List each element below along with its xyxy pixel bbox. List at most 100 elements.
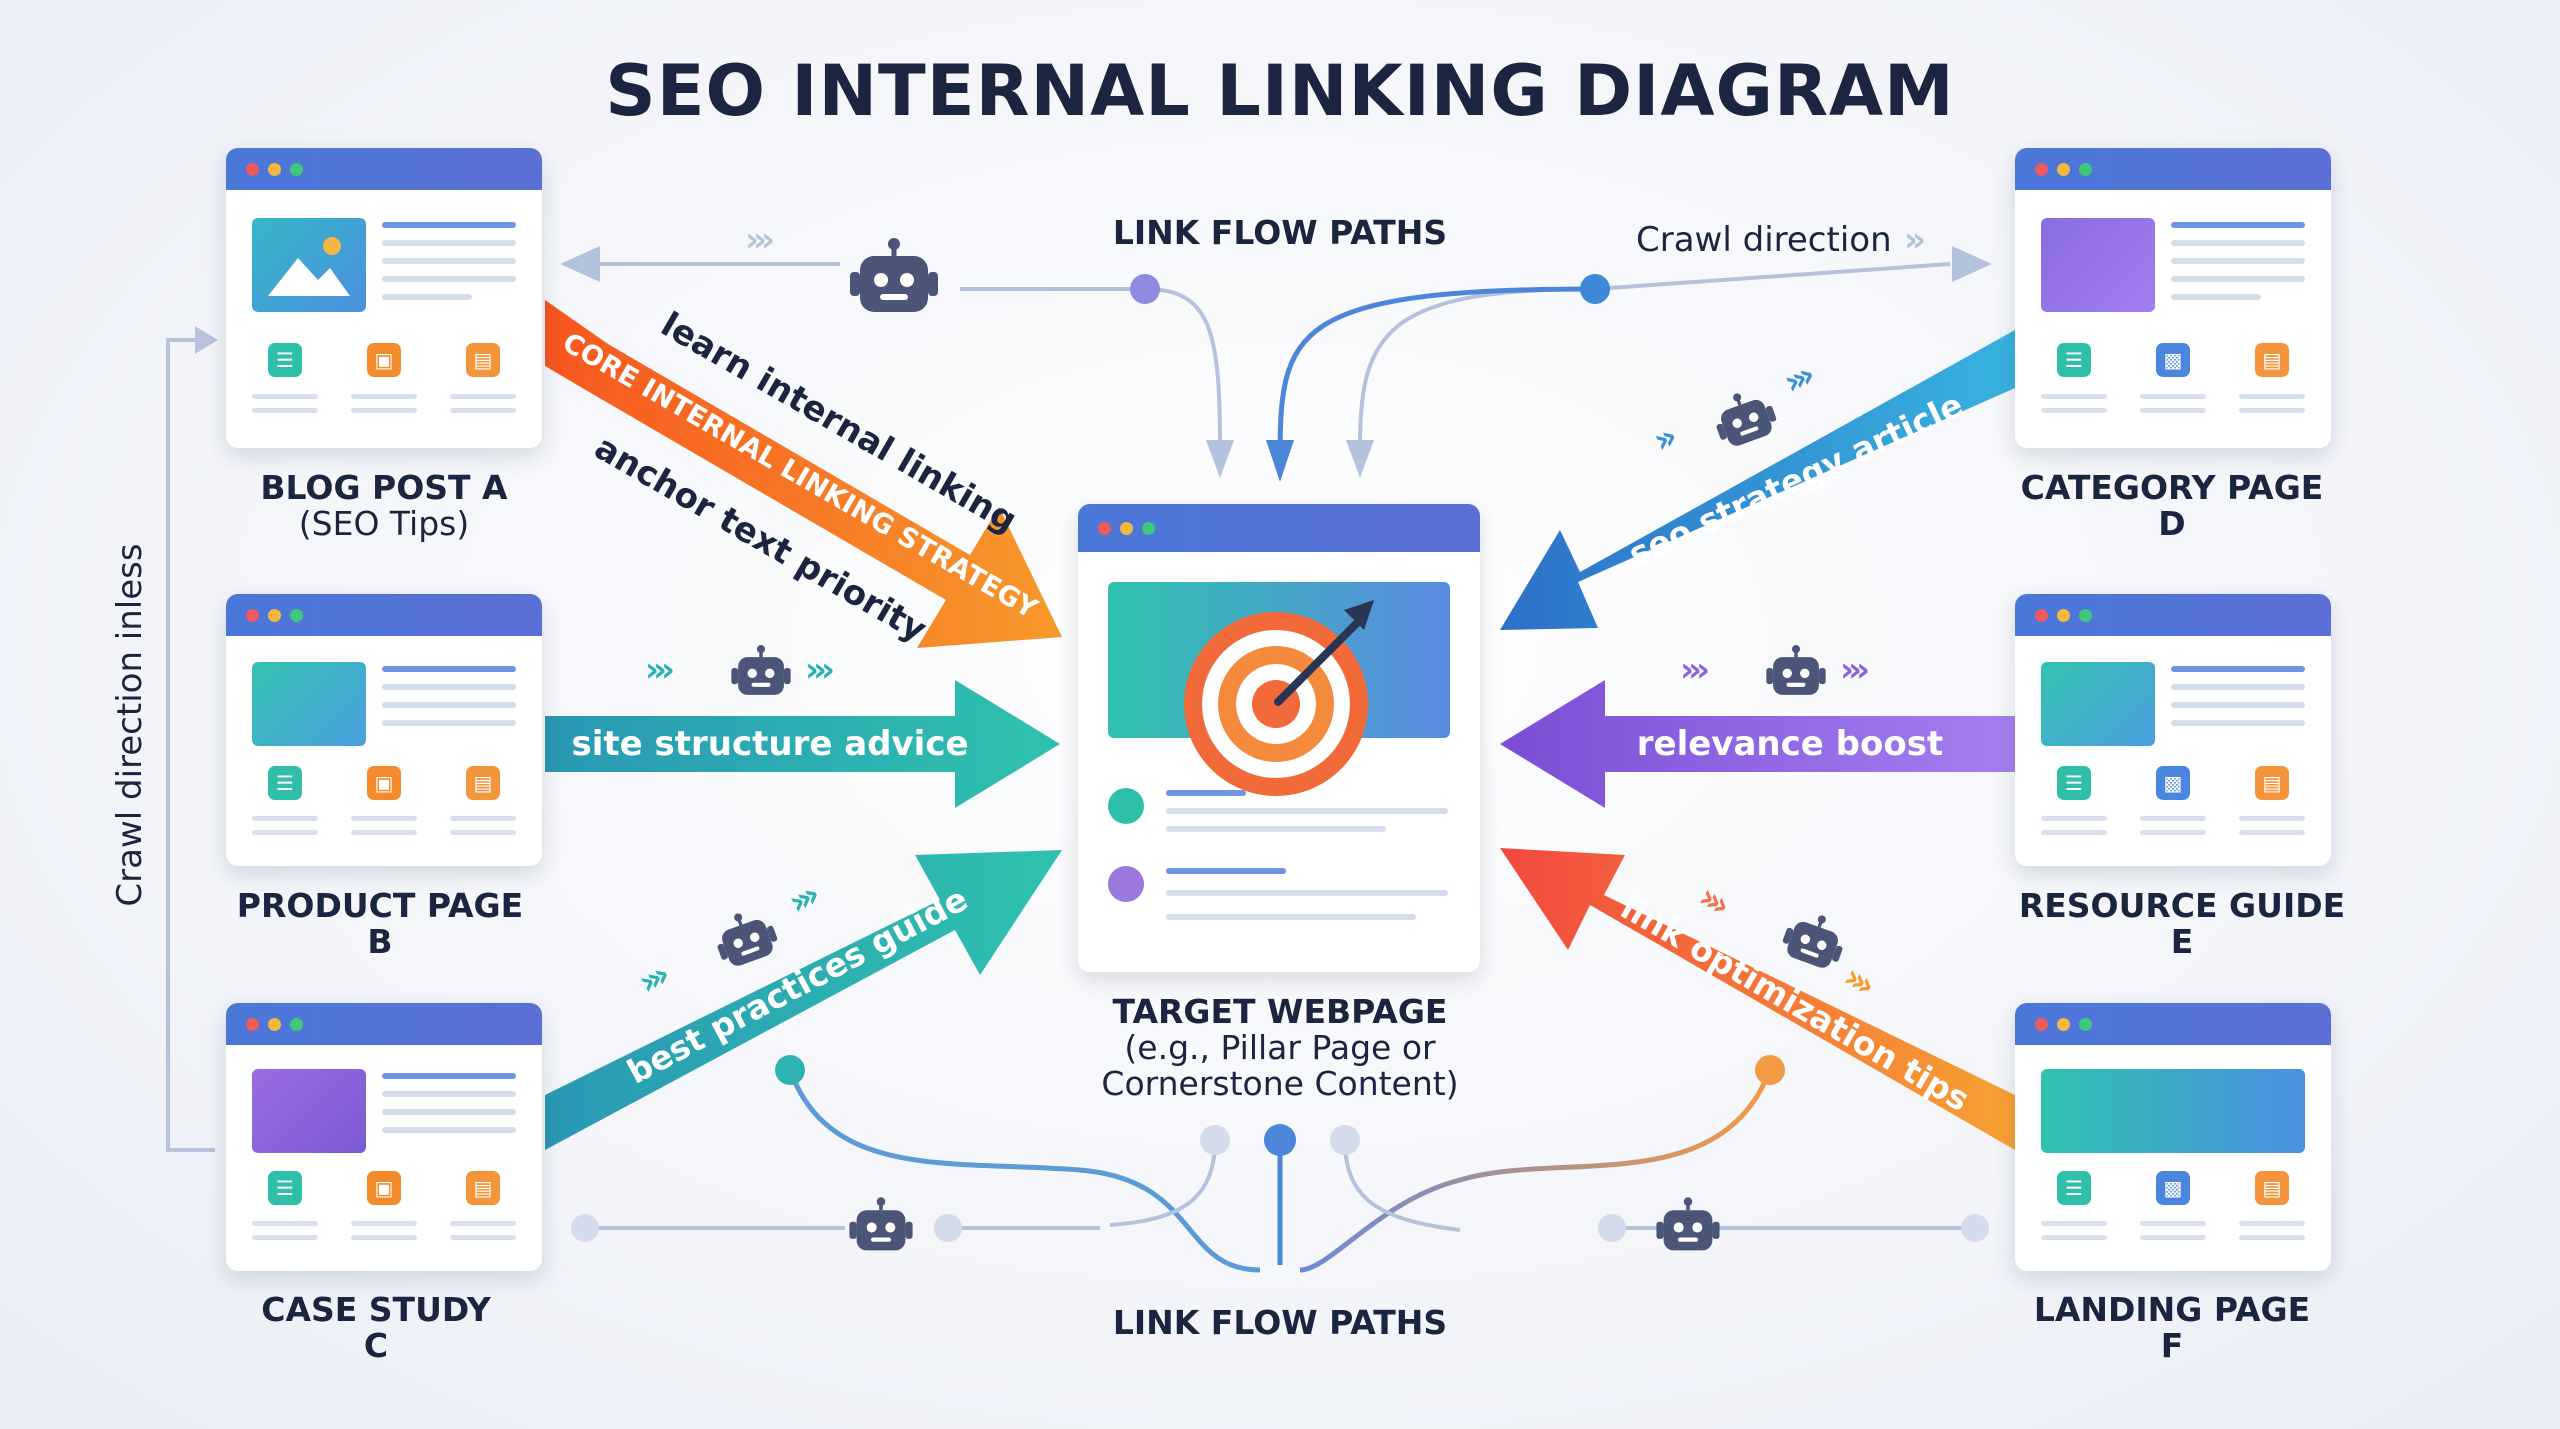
arrow-seo-strategy — [1500, 330, 2015, 630]
document-icon: ▤ — [466, 766, 500, 800]
crawl-side-label: Crawl direction inless — [110, 543, 150, 907]
flow-node — [775, 1055, 805, 1085]
top-left-arrowhead — [560, 246, 600, 282]
bottom-flow-lines — [585, 1069, 1975, 1273]
card-name: CATEGORY PAGE — [2020, 468, 2324, 507]
flow-node — [1755, 1055, 1785, 1085]
document-icon: ▤ — [2255, 343, 2289, 377]
cart-icon: ▣ — [367, 1171, 401, 1205]
image-placeholder — [252, 1069, 366, 1153]
robot-icon — [850, 238, 938, 312]
flow-label-bottom: LINK FLOW PATHS — [1112, 1303, 1448, 1342]
list-icon: ☰ — [268, 343, 302, 377]
target-icon — [1184, 600, 1374, 796]
window-bar — [226, 594, 542, 636]
robot-icon — [1782, 915, 1843, 968]
chevrons-icon: ››› — [805, 650, 835, 690]
window-bar — [226, 1003, 542, 1045]
arrow-label-site-structure: site structure advice — [571, 724, 969, 764]
card-sub-line-2: Cornerstone Content) — [1101, 1064, 1459, 1103]
document-icon: ▤ — [466, 343, 500, 377]
crawl-bracket — [166, 338, 215, 1152]
arrow-relevance — [1500, 680, 2015, 808]
crawl-bracket-arrowhead — [195, 326, 218, 354]
card-name: PRODUCT PAGE — [236, 886, 524, 925]
robot-icon — [731, 645, 791, 695]
image-placeholder — [2041, 218, 2155, 312]
flow-node — [934, 1214, 962, 1242]
cart-icon: ▣ — [367, 343, 401, 377]
list-icon: ☰ — [2057, 1171, 2091, 1205]
card-target-webpage[interactable] — [1078, 504, 1480, 972]
image-placeholder — [252, 662, 366, 746]
card-blog-post-a[interactable]: ☰ ▣ ▤ — [226, 148, 542, 448]
arrow-site-structure — [545, 680, 1060, 808]
document-icon: ▤ — [2255, 1171, 2289, 1205]
card-product-page-b[interactable]: ☰ ▣ ▤ — [226, 594, 542, 866]
card-sub: C — [363, 1326, 389, 1365]
card-name: CASE STUDY — [261, 1290, 491, 1329]
status-dot — [1108, 788, 1144, 824]
card-label-target-webpage: TARGET WEBPAGE (e.g., Pillar Page or Cor… — [1030, 994, 1530, 1102]
card-label-resource-guide-e: RESOURCE GUIDE E — [1972, 888, 2392, 960]
list-icon: ☰ — [268, 766, 302, 800]
window-bar — [2015, 148, 2331, 190]
card-resource-guide-e[interactable]: ☰ ▩ ▤ — [2015, 594, 2331, 866]
cart-icon: ▣ — [367, 766, 401, 800]
flow-label-top: LINK FLOW PATHS — [1112, 213, 1448, 252]
flow-node — [571, 1214, 599, 1242]
card-sub: (SEO Tips) — [298, 504, 470, 543]
chevrons-icon: ››› — [1840, 650, 1870, 690]
flow-node — [1330, 1125, 1360, 1155]
card-name: RESOURCE GUIDE — [2018, 886, 2346, 925]
card-label-landing-page-f: LANDING PAGE F — [1972, 1292, 2372, 1364]
card-label-product-page-b: PRODUCT PAGE B — [180, 888, 580, 960]
card-sub-line-1: (e.g., Pillar Page or — [1124, 1028, 1436, 1067]
card-case-study-c[interactable]: ☰ ▣ ▤ — [226, 1003, 542, 1271]
card-label-blog-post-a: BLOG POST A (SEO Tips) — [186, 470, 582, 542]
bar-chart-icon: ▩ — [2156, 343, 2190, 377]
image-placeholder — [2041, 1069, 2305, 1153]
bar-chart-icon: ▩ — [2156, 1171, 2190, 1205]
robot-icon — [717, 913, 778, 966]
robot-icon — [1766, 645, 1826, 695]
image-icon — [252, 218, 366, 312]
flow-node — [1580, 274, 1610, 304]
arrow-label-relevance: relevance boost — [1636, 724, 1944, 764]
image-placeholder — [2041, 662, 2155, 746]
card-landing-page-f[interactable]: ☰ ▩ ▤ — [2015, 1003, 2331, 1271]
card-name: LANDING PAGE — [2033, 1290, 2311, 1329]
arrow-core-strategy — [545, 300, 1062, 648]
robot-icon — [1656, 1197, 1720, 1251]
crawl-direction-label: Crawl direction — [1636, 220, 1892, 260]
flow-node — [1200, 1125, 1230, 1155]
diagram-title: SEO INTERNAL LINKING DIAGRAM — [605, 50, 1955, 132]
flow-node — [1130, 274, 1160, 304]
top-right-arrowhead — [1952, 246, 1992, 282]
document-icon: ▤ — [466, 1171, 500, 1205]
status-dot — [1108, 866, 1144, 902]
chevrons-icon: ››› — [745, 220, 775, 260]
flow-node — [1264, 1124, 1296, 1156]
flow-arrowhead — [1206, 440, 1234, 478]
card-name: TARGET WEBPAGE — [1112, 992, 1448, 1031]
window-bar — [226, 148, 542, 190]
bar-chart-icon: ▩ — [2156, 766, 2190, 800]
flow-arrowhead — [1266, 440, 1294, 482]
list-icon: ☰ — [2057, 343, 2091, 377]
list-icon: ☰ — [2057, 766, 2091, 800]
arrow-best-practices — [545, 850, 1062, 1150]
card-name: BLOG POST A — [260, 468, 508, 507]
robot-icon — [1716, 393, 1777, 446]
card-sub: D — [2158, 504, 2186, 543]
card-label-case-study-c: CASE STUDY C — [176, 1292, 576, 1364]
card-category-page-d[interactable]: ☰ ▩ ▤ — [2015, 148, 2331, 448]
window-bar — [2015, 594, 2331, 636]
robot-icon — [849, 1197, 913, 1251]
window-bar — [1078, 504, 1480, 552]
window-bar — [2015, 1003, 2331, 1045]
document-icon: ▤ — [2255, 766, 2289, 800]
chevrons-icon: ›› — [1904, 220, 1926, 260]
flow-arrowhead — [1346, 440, 1374, 478]
flow-node — [1598, 1214, 1626, 1242]
